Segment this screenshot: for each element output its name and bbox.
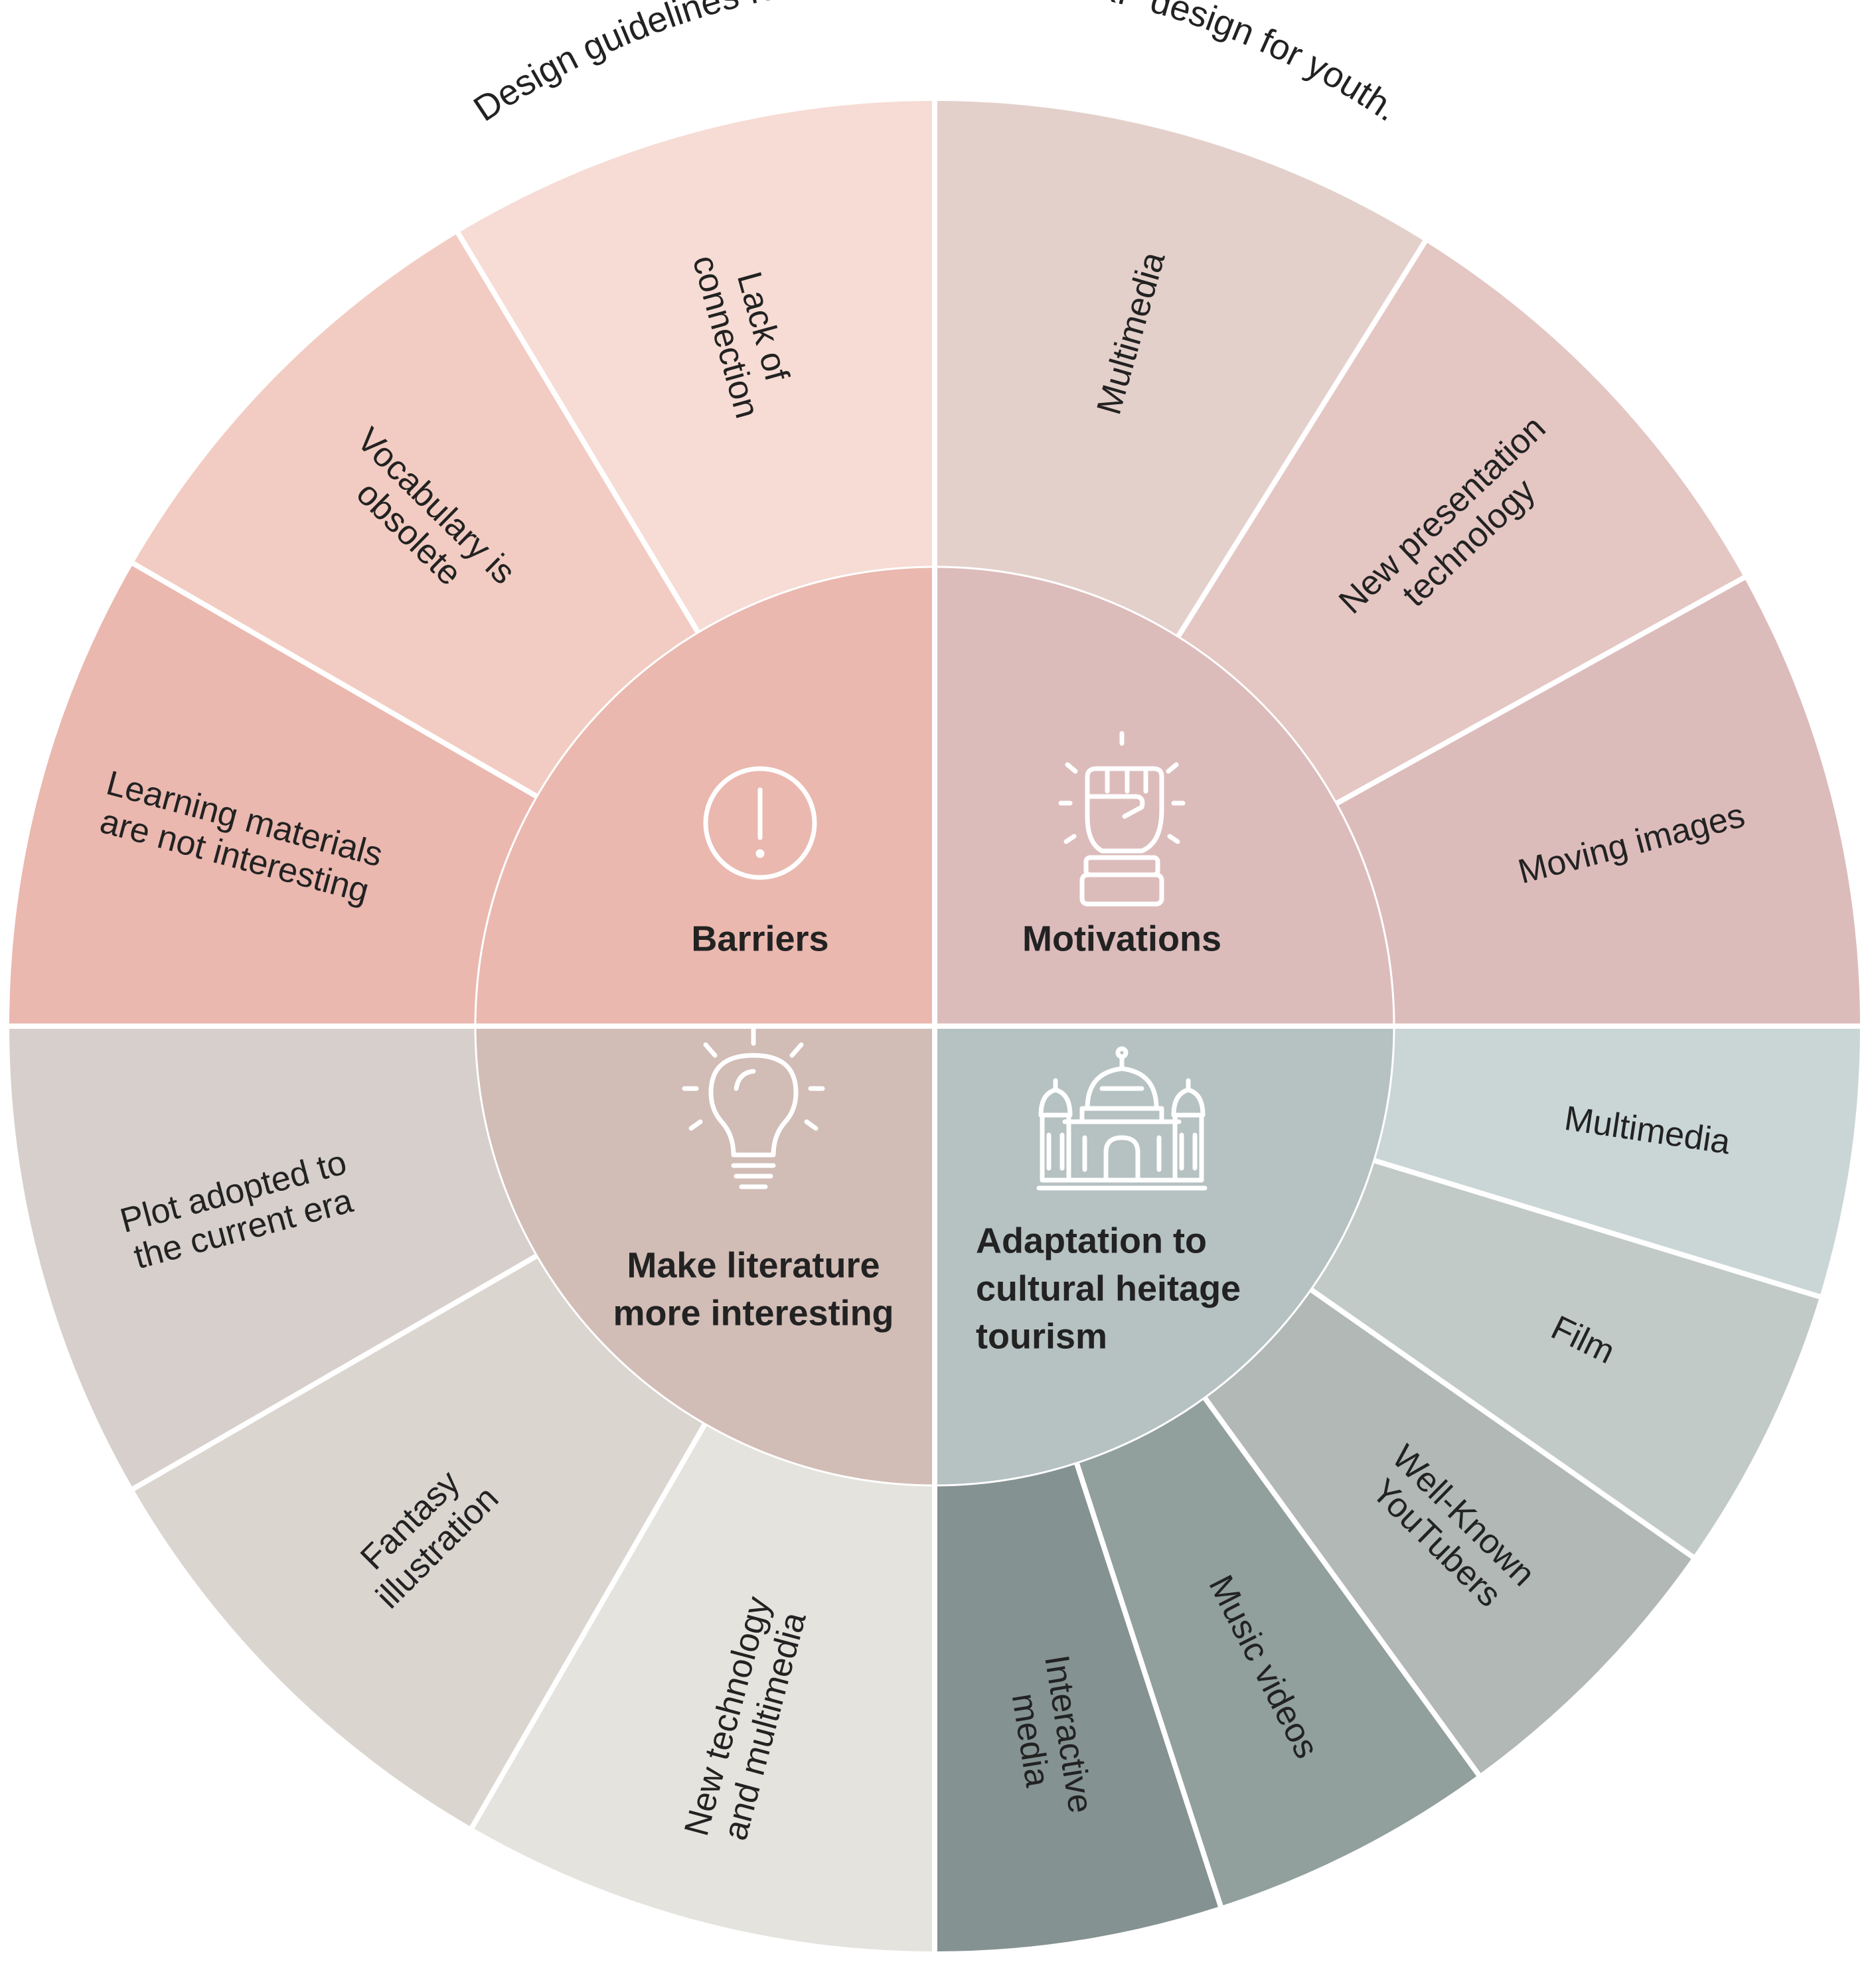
segment-vocabulary-is-obsolete bbox=[133, 233, 698, 797]
exclamation-circle-icon bbox=[703, 766, 817, 880]
quadrant-dividers bbox=[7, 98, 1863, 1954]
palace-building-icon bbox=[1036, 1046, 1208, 1191]
segment-music-videos bbox=[1076, 1397, 1479, 1906]
segment-divider bbox=[1373, 1158, 1824, 1300]
outer-ring bbox=[9, 101, 1860, 1951]
segment-divider bbox=[1335, 573, 1748, 806]
segment-divider bbox=[468, 1422, 708, 1831]
segment-divider bbox=[129, 1253, 538, 1493]
segment-divider bbox=[1309, 1287, 1697, 1561]
center-label-barriers: Barriers bbox=[691, 919, 828, 958]
center-label-literature: more interesting bbox=[613, 1293, 894, 1333]
segment-well-known-youtubers bbox=[1204, 1289, 1693, 1775]
segment-divider bbox=[454, 229, 701, 634]
segment-multimedia bbox=[1373, 1026, 1860, 1297]
center-label-adaptation: tourism bbox=[976, 1316, 1107, 1356]
segment-divider bbox=[1074, 1462, 1224, 1910]
raised-fist-icon bbox=[1058, 731, 1186, 907]
center-motivations bbox=[935, 567, 1394, 1026]
segment-plot-adopted-to-the-current-era bbox=[9, 1026, 537, 1489]
center-barriers bbox=[475, 567, 935, 1026]
center-label-literature: Make literature bbox=[627, 1245, 880, 1285]
segment-lack-of-connection bbox=[458, 101, 935, 633]
segment-divider bbox=[129, 560, 538, 799]
inner-ring bbox=[474, 566, 1395, 1487]
segment-divider bbox=[1176, 238, 1429, 639]
segment-multimedia bbox=[935, 101, 1425, 637]
segment-moving-images bbox=[1336, 577, 1860, 1026]
center-label-adaptation: cultural heitage bbox=[976, 1268, 1241, 1308]
segment-interactive-media bbox=[935, 1463, 1221, 1951]
segment-fantasy-illustration bbox=[133, 1256, 705, 1828]
segment-new-technology-and-multimedia bbox=[472, 1424, 935, 1951]
segment-divider bbox=[1202, 1396, 1482, 1779]
icon-layer bbox=[682, 731, 1208, 1191]
center-label-motivations: Motivations bbox=[1022, 919, 1221, 958]
lightbulb-icon bbox=[682, 1026, 825, 1189]
center-label-adaptation: Adaptation to bbox=[976, 1221, 1207, 1260]
segment-learning-materials-are-not-interesting bbox=[9, 564, 537, 1026]
center-literature bbox=[475, 1026, 935, 1485]
segment-new-presentation-technology bbox=[1178, 241, 1745, 804]
